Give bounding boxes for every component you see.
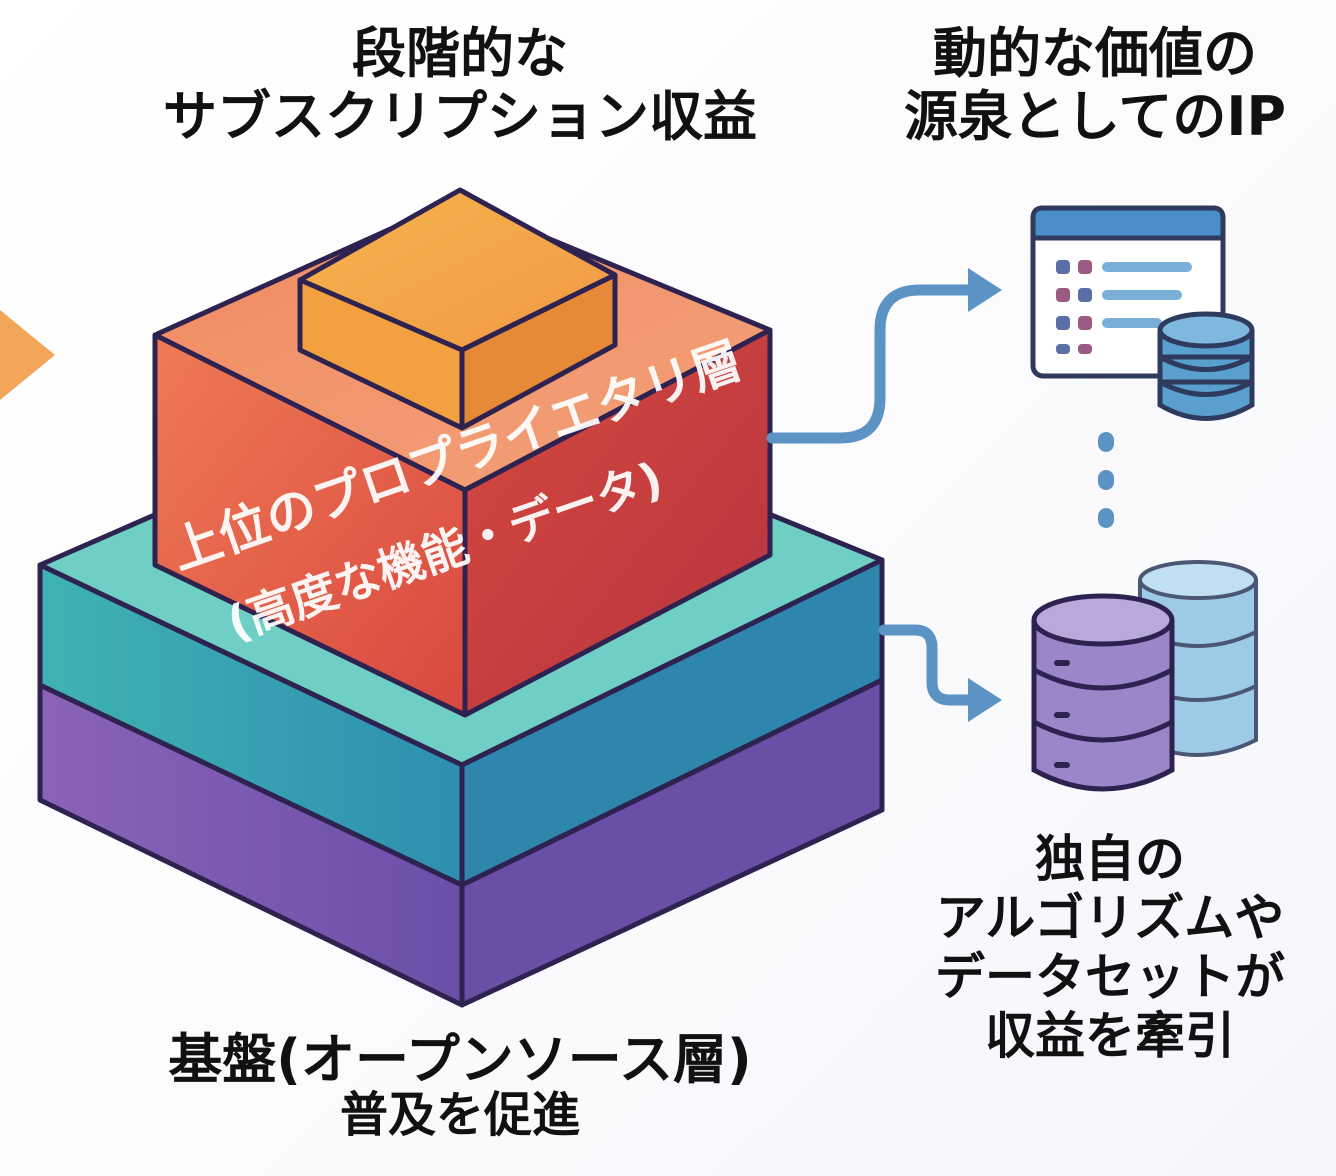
database-icon xyxy=(1157,311,1255,421)
red-right-face xyxy=(462,327,773,718)
heading-dynamic-ip-line1: 動的な価値の xyxy=(933,22,1257,85)
proprietary-caption-line4: 収益を牽引 xyxy=(985,1007,1235,1065)
flow-arrows xyxy=(766,284,981,706)
vertical-ellipsis xyxy=(1098,432,1114,528)
chevron-right-arrow xyxy=(0,310,55,400)
base-layer-caption: 基盤(オープンソース層) 普及を促進 xyxy=(50,1030,870,1142)
heading-dynamic-ip-line2: 源泉としてのIP xyxy=(903,85,1287,149)
teal-right-face xyxy=(459,557,885,888)
flow-arrow-upper-head xyxy=(968,268,1002,312)
heading-tiered-revenue-line2: サブスクリプション収益 xyxy=(163,85,757,149)
base-layer-caption-line2: 普及を促進 xyxy=(339,1087,580,1144)
base-layer-caption-line1: 基盤(オープンソース層) xyxy=(168,1028,752,1091)
cap-block xyxy=(297,187,618,431)
flow-arrow-upper xyxy=(766,284,981,444)
database-stack-icon xyxy=(1031,560,1258,792)
heading-tiered-revenue: 段階的な サブスクリプション収益 xyxy=(100,22,820,148)
proprietary-caption-line3: データセットが xyxy=(935,948,1285,1006)
flow-arrow-lower xyxy=(878,624,981,706)
proprietary-caption-line2: アルゴリズムや xyxy=(935,889,1285,947)
flow-arrow-lower-head xyxy=(968,678,1002,722)
heading-dynamic-ip: 動的な価値の 源泉としてのIP xyxy=(860,22,1330,148)
proprietary-caption-line1: 独自の xyxy=(1035,830,1185,888)
cap-right-face xyxy=(459,272,618,431)
proprietary-caption: 独自の アルゴリズムや データセットが 収益を牽引 xyxy=(890,830,1330,1066)
heading-tiered-revenue-line1: 段階的な xyxy=(352,22,568,85)
